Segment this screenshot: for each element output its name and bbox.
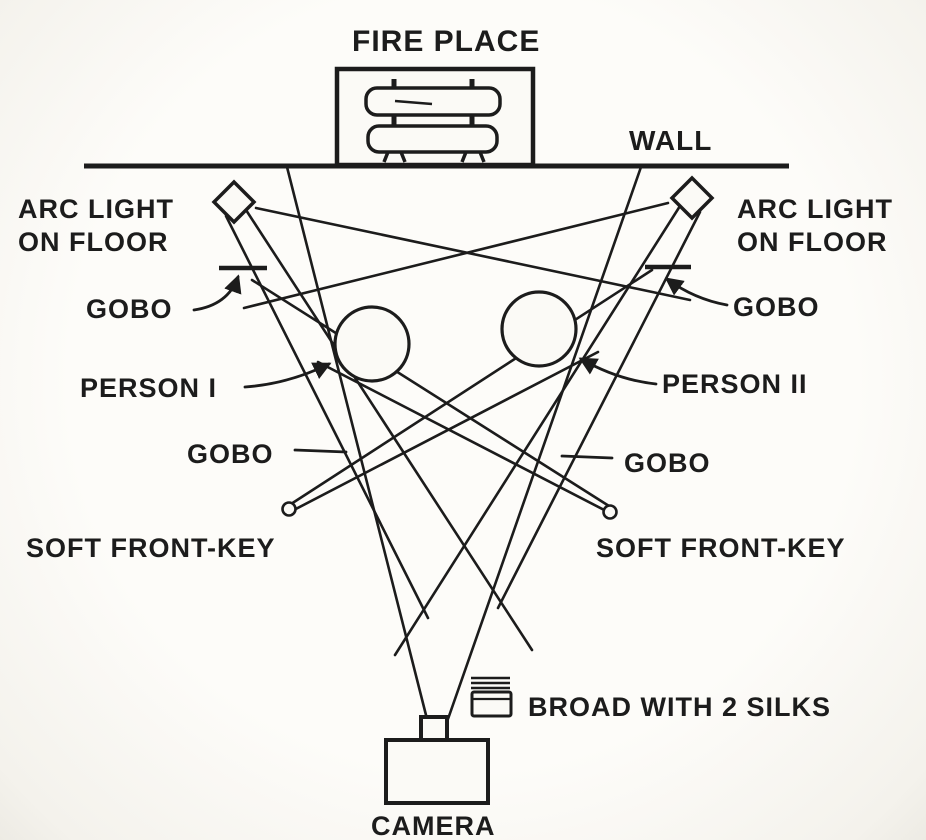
gobo-upper-right-arrow [664, 277, 729, 307]
light-beams [224, 165, 702, 721]
fireplace-label: FIRE PLACE [352, 25, 540, 58]
camera-icon [384, 715, 490, 805]
arc-light-right-icon [669, 175, 715, 221]
arc-light-left-icon [211, 179, 257, 225]
broad-with-silks-label: BROAD WITH 2 SILKS [528, 692, 831, 722]
gobo-lower-left-label: GOBO [187, 439, 274, 469]
soft-front-key-left-label: SOFT FRONT-KEY [26, 533, 276, 563]
person-1-circle [333, 305, 411, 383]
arc-light-right-label-line1: ARC LIGHT [737, 194, 893, 224]
person-1-arrow [243, 362, 332, 389]
softkey-left-beam-2 [288, 350, 600, 514]
broad-with-silks-icon [470, 676, 513, 718]
arc-left-beam-1 [224, 214, 430, 620]
arc-right-beam-2 [393, 204, 682, 657]
gobo-lower-right-label: GOBO [624, 448, 711, 478]
person-2-arrow [578, 357, 658, 386]
softkey-right-beam-2 [316, 360, 612, 515]
gobo-upper-right-label: GOBO [733, 292, 820, 322]
camera-label: CAMERA [371, 811, 496, 840]
andiron-foot-4 [478, 151, 486, 163]
softkey-right-beam-1 [250, 278, 611, 508]
broad-box [470, 690, 513, 718]
gobo-lower-left-dash [293, 448, 348, 454]
log-top [364, 86, 502, 117]
arc-left-beam-3 [254, 206, 692, 302]
fireplace [334, 66, 536, 168]
person-2-label: PERSON II [662, 369, 808, 399]
log-top-texture [394, 99, 433, 106]
gobo-upper-left-arrow [192, 274, 242, 312]
andiron-foot-3 [460, 151, 468, 163]
camera-sightline-right [446, 165, 643, 721]
log-bottom [366, 124, 499, 154]
person-2-circle [500, 290, 578, 368]
gobo-upper-left-label: GOBO [86, 294, 173, 324]
arc-left-beam-2 [244, 208, 534, 652]
softkey-left-beam-1 [289, 268, 654, 506]
andiron-foot-1 [382, 151, 390, 163]
camera-body [384, 738, 490, 805]
soft-front-key-right-label: SOFT FRONT-KEY [596, 533, 846, 563]
arc-right-beam-3 [242, 201, 670, 310]
soft-front-key-left-icon [281, 501, 297, 517]
camera-mount [419, 715, 449, 743]
arc-light-right-label-line2: ON FLOOR [737, 227, 888, 257]
camera-sightline-left [285, 165, 429, 721]
arc-light-left-label-line2: ON FLOOR [18, 227, 169, 257]
gobo-lower-right-dash [560, 454, 614, 460]
arc-light-left-label-line1: ARC LIGHT [18, 194, 174, 224]
person-1-label: PERSON I [80, 373, 217, 403]
wall-label: WALL [629, 125, 712, 156]
andiron-foot-2 [399, 151, 407, 163]
soft-front-key-right-icon [602, 504, 618, 520]
